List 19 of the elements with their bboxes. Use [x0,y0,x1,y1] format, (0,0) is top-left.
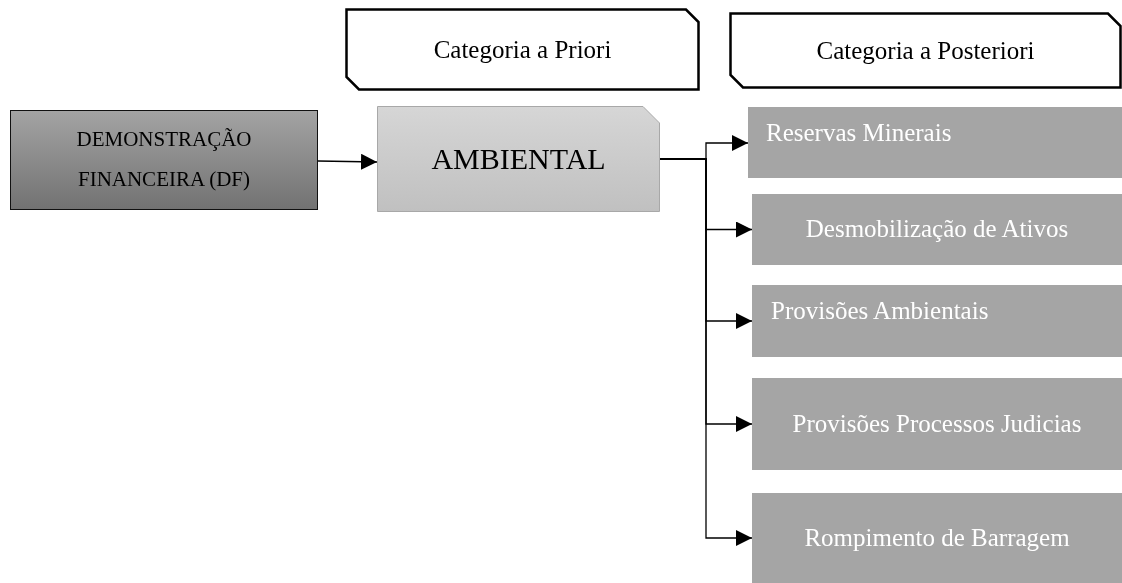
node-label: Desmobilização de Ativos [805,214,1069,245]
node-label: Reservas Minerais [766,118,952,148]
node-label: Categoria a Posteriori [816,36,1035,65]
category-header [345,8,700,91]
node-label: Categoria a Priori [433,35,612,64]
category-box [752,194,1122,265]
category-box [752,285,1122,357]
process-box [10,110,318,210]
category-box [748,107,1122,178]
category-header [729,12,1122,89]
process-box [377,106,660,212]
category-box [752,378,1122,470]
node-label: Rompimento de Barragem [804,522,1070,553]
category-box [752,493,1122,583]
node-label: DEMONSTRAÇÃO FINANCEIRA (DF) [75,126,253,193]
arrow [317,153,378,170]
node-label: Provisões Ambientais [771,296,989,326]
node-label: AMBIENTAL [431,142,606,176]
node-label: Provisões Processos Judicias [792,408,1082,439]
